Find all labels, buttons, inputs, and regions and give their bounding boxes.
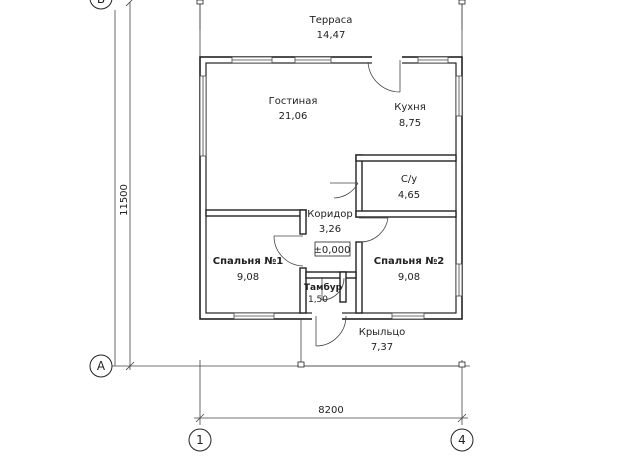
room-name: Спальня №1 <box>213 256 283 267</box>
dimension-width: 8200 <box>318 405 343 416</box>
room-name: Терраса <box>309 15 353 26</box>
room-bedroom-2: Спальня №2 9,08 <box>374 256 444 283</box>
room-name: Гостиная <box>269 96 318 107</box>
terrace-outline <box>196 0 466 57</box>
room-area: 1,50 <box>308 295 328 305</box>
svg-text:1: 1 <box>196 433 204 447</box>
porch-outline <box>297 319 466 368</box>
room-name: Коридор <box>307 209 352 220</box>
room-terrace: Терраса 14,47 <box>309 15 353 41</box>
svg-text:Б: Б <box>97 0 105 6</box>
level-mark: ±0,000 <box>313 241 351 257</box>
room-living: Гостиная 21,06 <box>269 96 318 122</box>
terrace-door <box>367 56 402 93</box>
axis-marker-4: 4 <box>450 428 474 452</box>
interior-doors <box>273 182 389 347</box>
svg-text:A: A <box>97 359 106 373</box>
room-name: С/у <box>401 174 417 185</box>
room-area: 7,37 <box>371 342 393 353</box>
dimension-height: 11500 <box>119 184 130 216</box>
axis-marker-a: A <box>89 354 113 378</box>
room-area: 3,26 <box>319 224 341 235</box>
room-bedroom-1: Спальня №1 9,08 <box>213 256 283 283</box>
room-area: 9,08 <box>398 272 420 283</box>
room-area: 14,47 <box>317 30 346 41</box>
room-area: 4,65 <box>398 190 420 201</box>
room-kitchen: Кухня 8,75 <box>394 102 426 129</box>
dimension-horizontal: 8200 <box>194 405 468 423</box>
room-name: Крыльцо <box>359 327 406 338</box>
room-area: 21,06 <box>279 111 308 122</box>
interior-walls <box>205 154 457 314</box>
room-area: 8,75 <box>399 118 421 129</box>
room-name: Тамбур <box>304 282 343 293</box>
room-vestibule: Тамбур 1,50 <box>304 282 343 305</box>
room-porch: Крыльцо 7,37 <box>359 327 406 353</box>
room-corridor: Коридор 3,26 <box>307 209 352 235</box>
room-bathroom: С/у 4,65 <box>398 174 420 201</box>
room-area: 9,08 <box>237 272 259 283</box>
room-name: Спальня №2 <box>374 256 444 267</box>
svg-text:±0,000: ±0,000 <box>313 245 350 256</box>
windows <box>199 56 463 320</box>
svg-text:4: 4 <box>458 433 466 447</box>
axis-marker-top: Б <box>89 0 113 10</box>
axis-marker-1: 1 <box>188 428 212 452</box>
room-name: Кухня <box>394 102 426 113</box>
dimension-vertical: 11500 <box>119 0 135 371</box>
